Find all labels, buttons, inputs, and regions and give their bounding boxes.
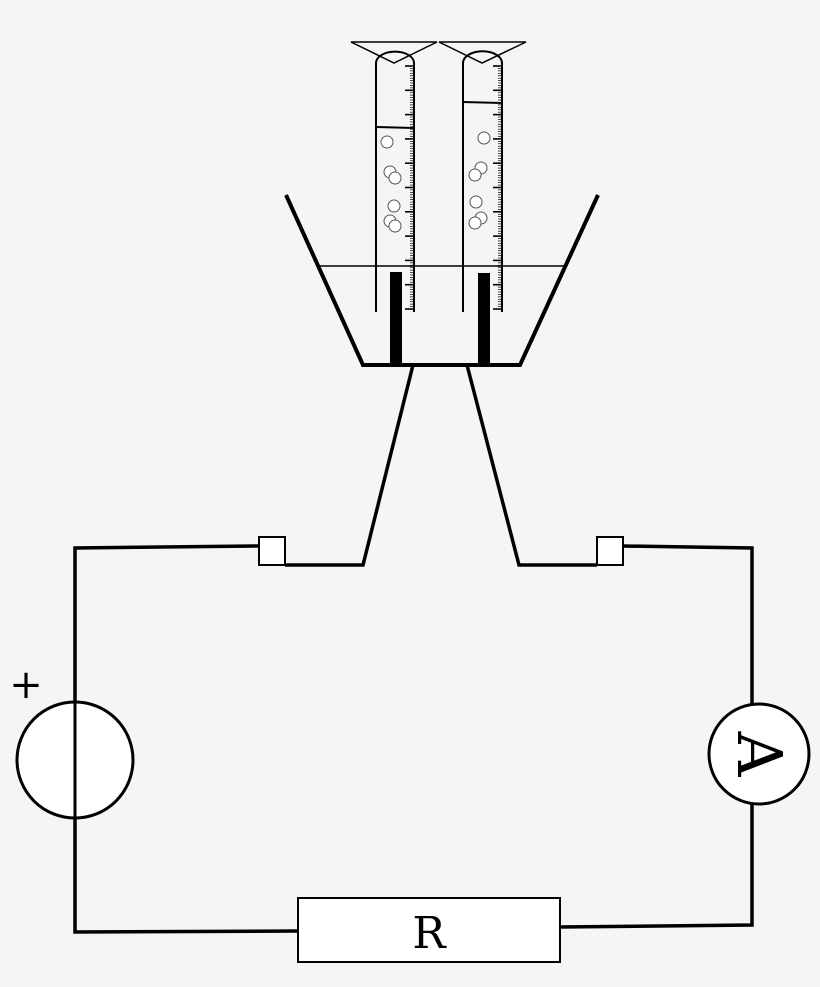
ammeter-circle bbox=[707, 702, 811, 806]
tube-right bbox=[462, 50, 503, 312]
terminal-left bbox=[258, 536, 286, 566]
resistor-label: R bbox=[412, 908, 447, 959]
wire-right-electrode bbox=[465, 364, 597, 567]
electrode-left bbox=[390, 272, 402, 365]
terminal-right bbox=[596, 536, 624, 566]
tube-holder-right bbox=[438, 41, 527, 64]
gas-bubble bbox=[388, 219, 402, 233]
gas-level-line bbox=[375, 126, 415, 129]
gas-bubble bbox=[468, 168, 482, 182]
battery-plus-sign: + bbox=[9, 662, 43, 708]
gas-level-line bbox=[462, 101, 503, 104]
resistor: R bbox=[297, 897, 561, 963]
beaker bbox=[284, 194, 600, 367]
wires bbox=[73, 364, 754, 934]
tube-holder-left bbox=[350, 41, 438, 64]
ammeter-label: A bbox=[723, 731, 796, 778]
electrode-right bbox=[478, 273, 490, 365]
gas-bubble bbox=[469, 195, 483, 209]
beaker-wall bbox=[284, 194, 600, 367]
gas-bubble bbox=[388, 171, 402, 185]
gas-bubble bbox=[387, 199, 401, 213]
gas-bubble bbox=[468, 216, 482, 230]
gas-bubble bbox=[477, 131, 491, 145]
tube-left bbox=[375, 50, 415, 312]
battery: + bbox=[9, 662, 135, 820]
resistor-box bbox=[297, 897, 561, 963]
ammeter: A bbox=[707, 702, 811, 806]
graduated-tubes bbox=[375, 50, 503, 312]
wire-left-electrode bbox=[285, 364, 415, 567]
gas-bubble bbox=[380, 135, 394, 149]
